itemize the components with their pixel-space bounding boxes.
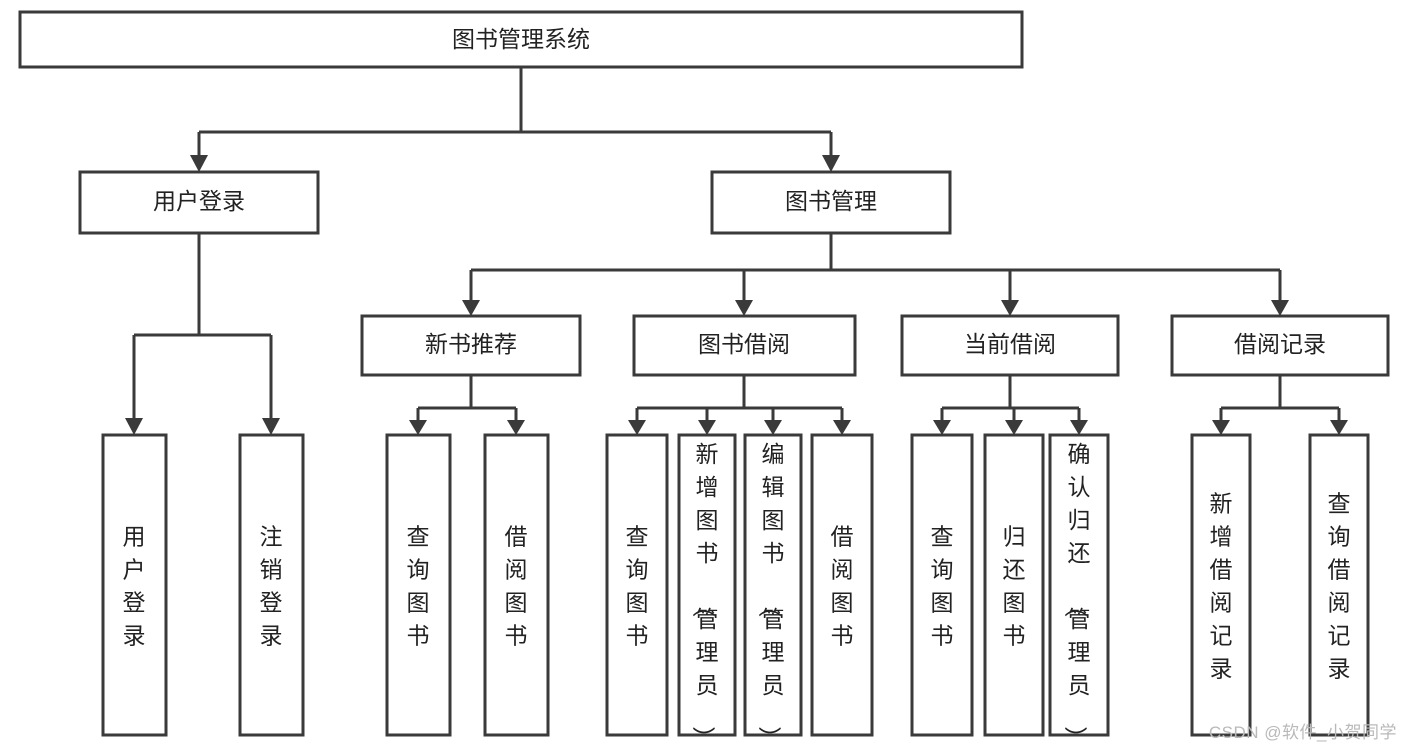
node-record-box[interactable] bbox=[1170, 314, 1390, 377]
arrow-to-q2 bbox=[628, 420, 646, 435]
arrow-to-new-rec bbox=[462, 300, 480, 316]
node-leaf-query-book-3-box[interactable] bbox=[910, 433, 974, 737]
node-book-mgmt-box[interactable] bbox=[710, 170, 952, 235]
node-leaf-edit-book-box[interactable] bbox=[743, 433, 803, 737]
node-leaf-query-book-1-label: 查询图书 bbox=[407, 524, 430, 649]
node-leaf-add-book-label: 新增图书（管理员） bbox=[691, 441, 719, 747]
arrow-to-qrec bbox=[1330, 420, 1348, 435]
node-root-box[interactable] bbox=[18, 10, 1024, 69]
node-leaf-return-book-box[interactable] bbox=[983, 433, 1045, 737]
node-leaf-borrow-book-1[interactable]: 借阅图书 bbox=[483, 433, 550, 737]
arrow-to-borrow bbox=[735, 300, 753, 316]
arrow-to-edit bbox=[764, 420, 782, 435]
node-book-mgmt-label: 图书管理 bbox=[785, 188, 877, 214]
node-leaf-query-book-2-box[interactable] bbox=[605, 433, 669, 737]
node-leaf-add-record-label: 新增借阅记录 bbox=[1210, 491, 1233, 682]
node-new-rec[interactable]: 新书推荐 bbox=[360, 314, 582, 377]
arrow-to-l-logout bbox=[262, 418, 280, 435]
node-current-box[interactable] bbox=[900, 314, 1120, 377]
node-leaf-query-book-2[interactable]: 查询图书 bbox=[605, 433, 669, 737]
node-leaf-add-record[interactable]: 新增借阅记录 bbox=[1190, 433, 1252, 737]
node-leaf-query-record[interactable]: 查询借阅记录 bbox=[1308, 433, 1370, 737]
node-user-login-label: 用户登录 bbox=[153, 188, 245, 214]
node-leaf-confirm-return[interactable]: 确认归还（管理员） bbox=[1048, 433, 1110, 747]
node-user-login-box[interactable] bbox=[78, 170, 320, 235]
node-leaf-query-book-3[interactable]: 查询图书 bbox=[910, 433, 974, 737]
arrow-to-add bbox=[698, 420, 716, 435]
node-leaf-query-book-2-label: 查询图书 bbox=[626, 524, 649, 649]
node-record-label: 借阅记录 bbox=[1234, 331, 1326, 357]
node-current-label: 当前借阅 bbox=[964, 331, 1056, 357]
node-leaf-edit-book[interactable]: 编辑图书（管理员） bbox=[743, 433, 803, 747]
node-leaf-logout-label: 注销登录 bbox=[260, 524, 283, 649]
node-leaf-logout-box[interactable] bbox=[238, 433, 305, 737]
connector-layer bbox=[125, 67, 1348, 435]
node-leaf-borrow-book-2-box[interactable] bbox=[810, 433, 874, 737]
arrow-to-current bbox=[1001, 300, 1019, 316]
node-leaf-confirm-return-label: 确认归还（管理员） bbox=[1063, 441, 1091, 747]
node-borrow-label: 图书借阅 bbox=[698, 331, 790, 357]
node-leaf-confirm-return-box[interactable] bbox=[1048, 433, 1110, 737]
node-leaf-borrow-book-1-label: 借阅图书 bbox=[505, 524, 528, 649]
node-leaf-return-book[interactable]: 归还图书 bbox=[983, 433, 1045, 737]
arrow-to-book-mgmt bbox=[822, 155, 840, 172]
arrow-to-b2 bbox=[833, 420, 851, 435]
arrow-to-q3 bbox=[933, 420, 951, 435]
arrow-to-record bbox=[1271, 300, 1289, 316]
csdn-watermark: CSDN @软件_小贺同学 bbox=[1208, 723, 1397, 742]
arrow-to-ret bbox=[1005, 420, 1023, 435]
node-leaf-query-book-3-label: 查询图书 bbox=[931, 524, 954, 649]
node-leaf-login[interactable]: 用户登录 bbox=[101, 433, 168, 737]
arrow-to-q1 bbox=[409, 420, 427, 435]
node-record[interactable]: 借阅记录 bbox=[1170, 314, 1390, 377]
node-new-rec-box[interactable] bbox=[360, 314, 582, 377]
node-leaf-return-book-label: 归还图书 bbox=[1003, 524, 1026, 649]
node-leaf-add-record-box[interactable] bbox=[1190, 433, 1252, 737]
node-leaf-query-record-label: 查询借阅记录 bbox=[1328, 491, 1351, 682]
node-root-label: 图书管理系统 bbox=[452, 26, 590, 52]
node-layer: 图书管理系统 用户登录 图书管理 新书推荐 图书借阅 当前 bbox=[18, 10, 1390, 747]
node-leaf-add-book[interactable]: 新增图书（管理员） bbox=[677, 433, 737, 747]
node-new-rec-label: 新书推荐 bbox=[425, 331, 517, 357]
node-borrow-box[interactable] bbox=[632, 314, 857, 377]
node-leaf-logout[interactable]: 注销登录 bbox=[238, 433, 305, 737]
node-root[interactable]: 图书管理系统 bbox=[18, 10, 1024, 69]
arrow-to-user-login bbox=[190, 155, 208, 172]
node-borrow[interactable]: 图书借阅 bbox=[632, 314, 857, 377]
node-leaf-edit-book-label: 编辑图书（管理员） bbox=[757, 441, 785, 747]
arrow-to-conf bbox=[1070, 420, 1088, 435]
node-leaf-query-book-1-box[interactable] bbox=[385, 433, 452, 737]
node-leaf-login-label: 用户登录 bbox=[123, 524, 146, 649]
node-leaf-query-book-1[interactable]: 查询图书 bbox=[385, 433, 452, 737]
node-leaf-query-record-box[interactable] bbox=[1308, 433, 1370, 737]
node-current[interactable]: 当前借阅 bbox=[900, 314, 1120, 377]
node-leaf-add-book-box[interactable] bbox=[677, 433, 737, 737]
node-book-mgmt[interactable]: 图书管理 bbox=[710, 170, 952, 235]
node-leaf-borrow-book-2[interactable]: 借阅图书 bbox=[810, 433, 874, 737]
node-leaf-borrow-book-1-box[interactable] bbox=[483, 433, 550, 737]
arrow-to-addrec bbox=[1212, 420, 1230, 435]
arrow-to-l-login bbox=[125, 418, 143, 435]
node-user-login[interactable]: 用户登录 bbox=[78, 170, 320, 235]
node-leaf-borrow-book-2-label: 借阅图书 bbox=[831, 524, 854, 649]
node-leaf-login-box[interactable] bbox=[101, 433, 168, 737]
arrow-to-b1 bbox=[507, 420, 525, 435]
